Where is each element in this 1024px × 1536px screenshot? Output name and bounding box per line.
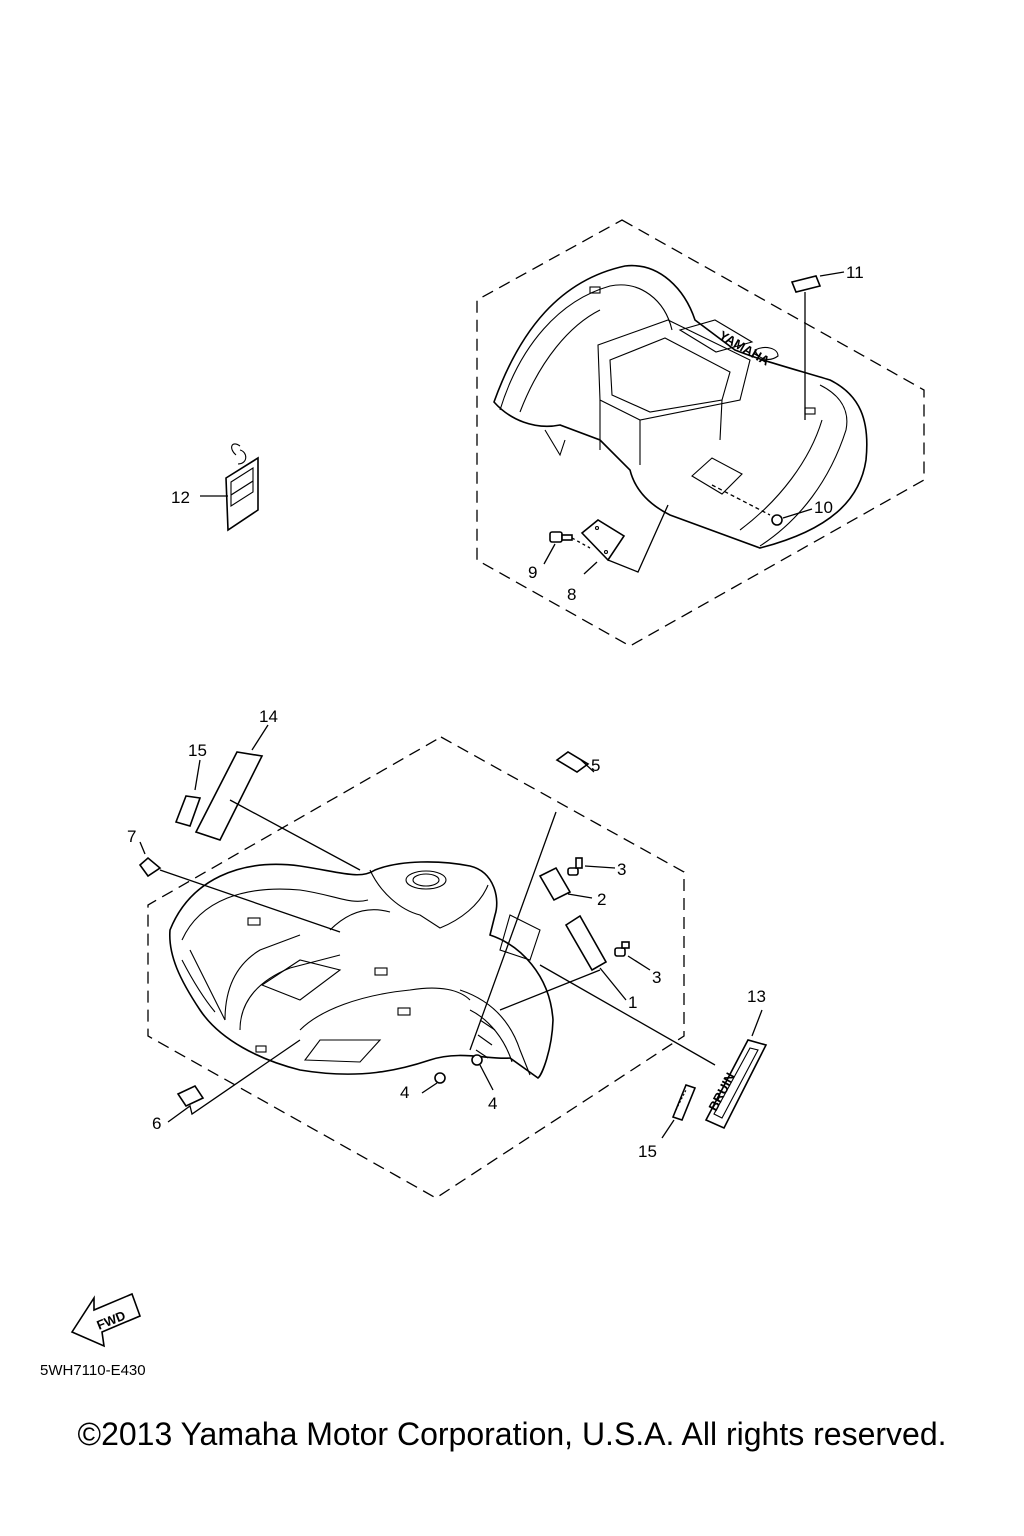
copyright-notice: ©2013 Yamaha Motor Corporation, U.S.A. A…: [77, 1416, 947, 1452]
part-9-rivet: [543, 531, 591, 565]
front-fender: [169, 861, 554, 1079]
callout-8: 8: [567, 585, 576, 604]
part-4-grommet-left: [434, 1072, 446, 1084]
part-10-grommet: [771, 514, 783, 526]
callout-4-right: 4: [488, 1094, 497, 1113]
part-14-strip: [194, 751, 264, 841]
rear-fender: YAMAHA: [493, 264, 868, 549]
callout-4-left: 4: [400, 1083, 409, 1102]
part-13-emblem: BRUIN: [704, 1009, 768, 1130]
part-12-tag: 12: [171, 443, 259, 532]
callout-5: 5: [591, 756, 600, 775]
part-5-sticker: [555, 751, 590, 773]
part-7-marker: [138, 856, 162, 878]
callout-13: 13: [747, 987, 766, 1006]
callout-3-lower: 3: [652, 968, 661, 987]
callout-14: 14: [259, 707, 278, 726]
part-8-plate: [580, 519, 626, 562]
part-2-plate: [538, 866, 572, 902]
callout-1: 1: [628, 993, 637, 1012]
callout-11: 11: [846, 263, 864, 282]
part-3-rivet-lower: [614, 941, 651, 971]
front-assembly-boundary: [147, 736, 685, 1199]
diagram-code: 5WH7110-E430: [40, 1362, 146, 1379]
callout-3-upper: 3: [617, 860, 626, 879]
callout-12: 12: [171, 488, 190, 507]
callout-15-upper: 15: [188, 741, 207, 760]
part-6-sticker: [176, 1084, 205, 1108]
fwd-arrow: FWD: [70, 1292, 142, 1348]
part-4-grommet-right: [471, 1054, 483, 1066]
callout-9: 9: [528, 563, 537, 582]
callout-6: 6: [152, 1114, 161, 1133]
rear-fender-group: YAMAHA 11 10 9 8: [476, 219, 925, 647]
part-3-rivet-upper: [567, 857, 616, 876]
front-fender-group: BRUIN 14 15 5 7 3 2 3 1 13 4 4 6 15: [127, 707, 768, 1199]
part-1-plate: [564, 914, 608, 972]
part-15-strip-lower: [661, 1084, 697, 1139]
rear-assembly-boundary: [476, 219, 925, 647]
callout-15-lower: 15: [638, 1142, 657, 1161]
callout-2: 2: [597, 890, 606, 909]
callout-10: 10: [814, 498, 833, 517]
part-15-strip-upper: [174, 795, 202, 827]
callout-7: 7: [127, 827, 136, 846]
part-11-label: [790, 275, 822, 293]
